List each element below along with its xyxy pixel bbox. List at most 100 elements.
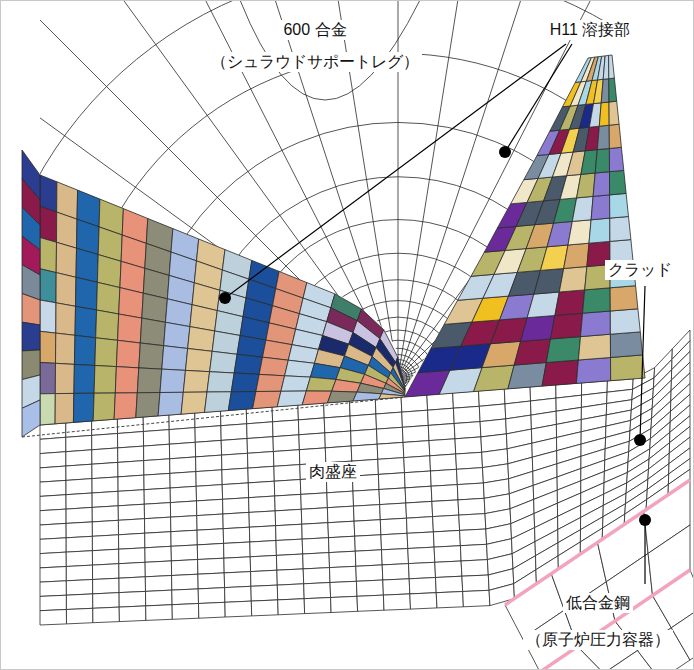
mesh-cell bbox=[92, 535, 118, 551]
mesh-cell bbox=[96, 310, 119, 340]
mesh-radial bbox=[1, 378, 398, 669]
mesh-radial bbox=[398, 378, 523, 669]
mesh-cell bbox=[514, 339, 550, 365]
mesh-cell bbox=[299, 433, 325, 450]
mesh-cell bbox=[351, 429, 378, 446]
mesh-cell bbox=[195, 426, 221, 443]
mesh-cell bbox=[378, 473, 405, 490]
mesh-cell bbox=[306, 377, 336, 391]
mesh-cell bbox=[224, 572, 251, 588]
mesh-cell bbox=[581, 150, 597, 175]
mesh-cell bbox=[428, 424, 455, 441]
mesh-cell bbox=[274, 465, 300, 482]
mesh-cell bbox=[40, 238, 57, 273]
mesh-cell bbox=[199, 602, 226, 618]
mesh-cell bbox=[328, 521, 355, 538]
mesh-cell bbox=[146, 605, 173, 621]
mesh-cell bbox=[119, 591, 146, 607]
mesh-cell bbox=[212, 331, 240, 354]
mesh-cell bbox=[253, 391, 281, 408]
mesh-cell bbox=[301, 493, 328, 510]
mesh-cell bbox=[576, 358, 610, 384]
mesh-cell bbox=[250, 541, 277, 557]
mesh-cell bbox=[197, 499, 223, 515]
mesh-cell bbox=[251, 570, 278, 586]
mesh-cell bbox=[56, 303, 76, 336]
part-label: 600 合金 bbox=[280, 20, 349, 39]
mesh-cell bbox=[380, 518, 407, 535]
mesh-cell bbox=[40, 363, 56, 394]
mesh-radial bbox=[1, 378, 398, 503]
left-strip-mesh bbox=[22, 150, 40, 437]
mesh-cell bbox=[76, 248, 98, 282]
mesh-cell bbox=[310, 363, 340, 379]
mesh-cell bbox=[22, 294, 40, 326]
mesh-cell bbox=[298, 418, 324, 435]
mesh-cell bbox=[610, 309, 640, 334]
mesh-cell bbox=[162, 346, 188, 371]
mesh-radial bbox=[1, 131, 398, 378]
mesh-cell bbox=[281, 376, 311, 392]
mesh-cell bbox=[225, 601, 252, 617]
mesh-cell bbox=[248, 452, 274, 469]
mesh-cell bbox=[356, 580, 383, 596]
mesh-cell bbox=[146, 590, 173, 606]
mesh-cell bbox=[277, 569, 304, 585]
mesh-cell bbox=[172, 589, 199, 605]
mesh-cell bbox=[325, 431, 351, 448]
leader-line bbox=[225, 44, 566, 298]
mesh-cell bbox=[274, 480, 301, 497]
mesh-cell bbox=[601, 79, 609, 103]
mesh-cell bbox=[66, 450, 92, 466]
mesh-cell bbox=[145, 532, 171, 548]
mesh-cell bbox=[457, 468, 484, 485]
mesh-radial bbox=[35, 378, 398, 669]
mesh-cell bbox=[276, 554, 303, 570]
mesh-radial bbox=[398, 131, 693, 378]
mesh-cell bbox=[597, 125, 609, 149]
mesh-cell bbox=[383, 594, 410, 610]
mesh-cell bbox=[223, 498, 249, 514]
mesh-cell bbox=[170, 486, 196, 502]
mesh-cell bbox=[40, 495, 66, 511]
mesh-cell bbox=[93, 607, 120, 623]
mesh-cell bbox=[276, 524, 303, 540]
mesh-cell bbox=[329, 551, 356, 567]
left-weld-mesh bbox=[40, 175, 405, 425]
mesh-cell bbox=[302, 538, 329, 554]
mesh-cell bbox=[303, 568, 330, 584]
mesh-cell bbox=[118, 504, 144, 520]
mesh-arc bbox=[240, 1, 420, 100]
mesh-cell bbox=[572, 196, 593, 221]
mesh-cell bbox=[248, 466, 274, 483]
mesh-radial bbox=[398, 1, 693, 378]
mesh-cell bbox=[304, 583, 331, 599]
mesh-cell bbox=[92, 520, 118, 536]
mesh-cell bbox=[355, 535, 382, 551]
mesh-cell bbox=[259, 357, 288, 376]
leader-line bbox=[640, 286, 645, 440]
weld-boundary bbox=[22, 397, 405, 437]
mesh-cell bbox=[221, 424, 247, 441]
mesh-cell bbox=[171, 516, 198, 532]
mesh-cell bbox=[92, 506, 118, 522]
mesh-cell bbox=[527, 292, 559, 318]
mesh-cell bbox=[595, 149, 609, 174]
leader-dot bbox=[634, 434, 646, 446]
mesh-cell bbox=[40, 523, 66, 539]
mesh-cell bbox=[435, 561, 462, 578]
mesh-cell bbox=[145, 546, 172, 562]
mesh-cell bbox=[56, 242, 76, 277]
mesh-cell bbox=[92, 477, 118, 493]
mesh-cell bbox=[66, 551, 92, 567]
mesh-cell bbox=[610, 332, 642, 358]
mesh-cell bbox=[453, 391, 480, 408]
mesh-cell bbox=[115, 367, 139, 393]
mesh-cell bbox=[40, 552, 66, 568]
mesh-cell bbox=[197, 514, 223, 530]
mesh-cell bbox=[609, 55, 615, 79]
mesh-cell bbox=[356, 565, 383, 581]
